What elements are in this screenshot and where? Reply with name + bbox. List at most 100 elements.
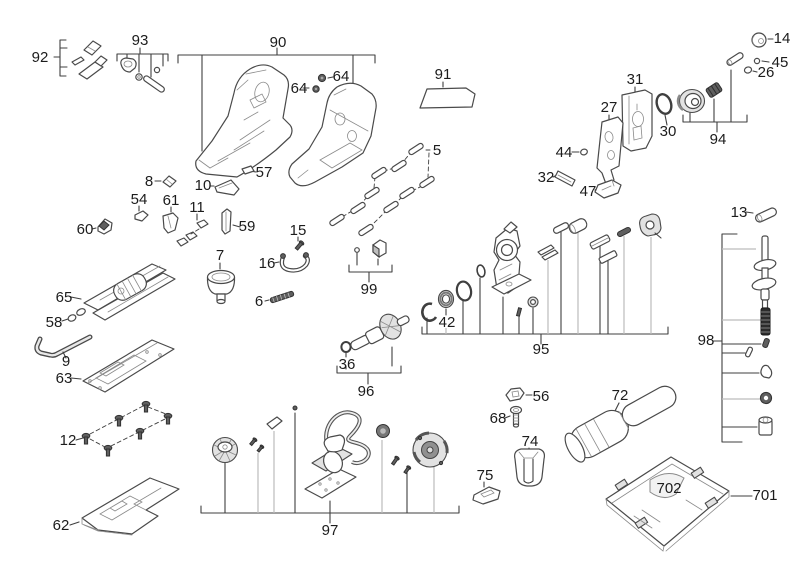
part-13-pin [745, 207, 777, 223]
part-label-9: 9 [62, 353, 70, 370]
part-label-64b: 64 [333, 68, 350, 85]
part-dark-ring [759, 391, 773, 405]
part-8-clip [154, 175, 177, 188]
part-label-56: 56 [533, 388, 550, 405]
right-housing-half [288, 82, 377, 187]
part-label-10: 10 [195, 177, 212, 194]
group-93-bracket-parts [116, 47, 169, 93]
part-label-31: 31 [627, 71, 644, 88]
part-label-11: 11 [189, 199, 205, 216]
group-97-motor-electronics [200, 405, 460, 524]
part-label-7: 7 [216, 247, 224, 264]
group-shoe [69, 400, 180, 536]
part-label-68: 68 [490, 410, 507, 427]
part-58-clips [61, 308, 86, 322]
part-small-pin [744, 346, 754, 358]
part-36-ring [340, 341, 352, 353]
part-pin-head [292, 405, 298, 411]
part-9-hex-key [34, 334, 93, 359]
part-label-12: 12 [60, 432, 77, 449]
part-label-26: 26 [758, 64, 775, 81]
part-label-59: 59 [239, 218, 256, 235]
part-44-ring [571, 148, 588, 156]
part-47-clamp [594, 179, 622, 199]
part-gearcase-casting [491, 221, 532, 295]
part-label-36: 36 [339, 356, 356, 373]
group-90-housing [177, 47, 377, 187]
part-label-27: 27 [601, 99, 618, 116]
part-701-case [605, 456, 753, 552]
part-label-13: 13 [731, 204, 748, 221]
part-32-strip [552, 170, 576, 187]
part-60-clip [91, 218, 113, 235]
part-label-60: 60 [77, 221, 94, 238]
part-74-boot [514, 447, 546, 487]
part-pcb-assembly [304, 410, 371, 499]
part-label-5: 5 [433, 142, 441, 159]
part-nut [527, 296, 539, 308]
part-label-701: 701 [752, 487, 777, 504]
part-label-45: 45 [772, 54, 789, 71]
part-11-clips [176, 213, 209, 247]
part-label-99: 99 [361, 281, 378, 298]
part-label-14: 14 [774, 30, 791, 47]
part-91-label-plate [419, 81, 476, 109]
part-label-8: 8 [145, 173, 153, 190]
part-motor [412, 431, 449, 468]
part-7-knob [206, 262, 236, 305]
part-label-90: 90 [270, 34, 287, 51]
group-top-right [552, 32, 774, 199]
part-label-95: 95 [533, 341, 550, 358]
part-label-61: 61 [163, 192, 180, 209]
group-bottom-right [472, 385, 753, 552]
part-30-oring [655, 93, 673, 126]
group-5-screws [329, 142, 435, 237]
part-label-65: 65 [56, 289, 73, 306]
part-bracket-clip [266, 416, 283, 430]
part-label-16: 16 [259, 255, 276, 272]
group-99-bracket-parts [348, 239, 393, 283]
part-61-plate [162, 206, 179, 234]
part-label-42: 42 [439, 314, 456, 331]
part-6-setscrew [264, 290, 295, 304]
group-12-screws [75, 400, 173, 457]
part-59-channel [221, 208, 241, 235]
group-95-gearcase [421, 213, 669, 345]
group-98-plunger-parts [712, 233, 777, 443]
group-94-gear [676, 52, 748, 133]
part-label-6: 6 [255, 293, 263, 310]
part-gear-shaft [350, 313, 410, 351]
part-oring [455, 280, 473, 302]
part-label-64a: 64 [291, 80, 308, 97]
part-label-98: 98 [698, 332, 715, 349]
part-label-96: 96 [358, 383, 375, 400]
part-45-ring [753, 57, 761, 65]
part-small-oval [476, 264, 486, 278]
group-mid-left [91, 165, 310, 305]
part-label-93: 93 [132, 32, 149, 49]
part-label-62: 62 [53, 517, 70, 534]
part-57-strip [241, 165, 257, 175]
part-label-30: 30 [660, 123, 677, 140]
part-plunger-shaft [751, 235, 777, 309]
part-small-sleeve [762, 337, 770, 349]
group-64-screws [302, 73, 334, 93]
part-label-75: 75 [477, 467, 494, 484]
part-68-screw [504, 405, 523, 428]
part-10-strip [209, 179, 240, 196]
group-96-gear-shaft [336, 313, 410, 385]
part-label-74: 74 [522, 433, 539, 450]
part-42-bearing [437, 289, 455, 309]
part-spring [760, 307, 771, 336]
part-15-screw [294, 236, 305, 251]
part-27-guide-plate [596, 114, 624, 185]
part-label-92: 92 [32, 49, 49, 66]
part-62-shoe-plate [69, 477, 180, 536]
group-92-bracket-parts [53, 39, 108, 80]
part-roller-sleeve [758, 416, 773, 436]
group-counterbalance [34, 263, 176, 393]
left-housing-half [195, 64, 293, 178]
part-65-carriage [70, 263, 176, 321]
